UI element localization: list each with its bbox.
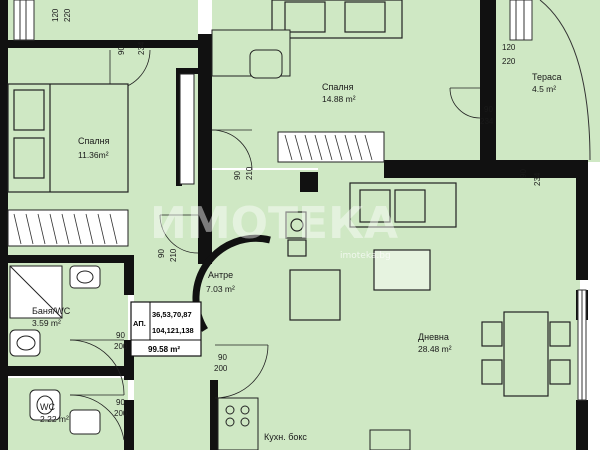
bath-fixtures: [9, 265, 101, 435]
dim-door3-w: 90: [484, 105, 493, 114]
hall-area: 7.03 m²: [206, 284, 235, 294]
dim-door8-h: 200: [114, 409, 128, 418]
dim-door5-h: 210: [169, 248, 178, 262]
apartment-total-area: 99.58 m²: [148, 345, 180, 354]
bed-big: [271, 0, 403, 39]
dim-door4-h: 234: [533, 172, 542, 186]
dim-top-left-h: 220: [63, 8, 72, 22]
dim-door1-w: 90: [117, 46, 126, 55]
dim-top-right-w: 120: [502, 43, 516, 52]
living-area: 28.48 m²: [418, 344, 452, 354]
dim-door5-w: 90: [157, 249, 166, 258]
wc-area: 2.22 m²: [40, 414, 69, 424]
apartment-info-box: АП. 36,53,70,87 104,121,138 99.58 m²: [130, 301, 202, 357]
watermark-brand: ИМОТЕКА: [150, 198, 398, 249]
top-left-strip-floor: [8, 0, 198, 40]
wc-floor: [8, 378, 128, 450]
bedroom-small-name: Спалня: [78, 136, 110, 146]
door-dimensions: 120 220 120 220 90 234 90 210 90 234 90 …: [51, 8, 542, 418]
bedroom-big-name: Спалня: [322, 82, 354, 92]
wc-name: WC: [40, 402, 55, 412]
terrace-name: Тераса: [532, 72, 562, 82]
apartment-numbers-1: 36,53,70,87: [152, 310, 192, 319]
dim-door3-h: 234: [480, 117, 494, 126]
apartment-numbers-2: 104,121,138: [152, 326, 194, 335]
desk: [211, 29, 291, 79]
dim-door6-w: 90: [116, 331, 125, 340]
kitchen-unit: [217, 397, 411, 450]
bath-name: Баня/WC: [32, 306, 71, 316]
kitchen-name: Кухн. бокс: [264, 432, 307, 442]
dim-door8-w: 90: [116, 398, 125, 407]
apartment-label: АП.: [133, 319, 146, 328]
dim-door2-w: 90: [233, 171, 242, 180]
dim-door6-h: 200: [114, 342, 128, 351]
bed-small: [7, 83, 129, 193]
dim-top-right-h: 220: [502, 57, 516, 66]
bedroom-small-area: 11.36m²: [78, 150, 109, 160]
bath-area: 3.59 m²: [32, 318, 61, 328]
dim-door7-w: 90: [218, 353, 227, 362]
dim-door2-h: 210: [245, 166, 254, 180]
dim-door1-h: 234: [137, 41, 146, 55]
wardrobe-hatching: [13, 134, 373, 245]
dim-door7-h: 200: [214, 364, 228, 373]
dim-door4-w: 90: [519, 169, 528, 178]
living-furniture: [285, 182, 571, 397]
window-lines: [13, 0, 591, 401]
bedroom-big-area: 14.88 m²: [322, 94, 356, 104]
hall-name: Антре: [208, 270, 233, 280]
dim-top-left-w: 120: [51, 8, 60, 22]
terrace-area: 4.5 m²: [532, 84, 556, 94]
watermark-site: imoteka.bg: [340, 251, 391, 261]
living-name: Дневна: [418, 332, 449, 342]
